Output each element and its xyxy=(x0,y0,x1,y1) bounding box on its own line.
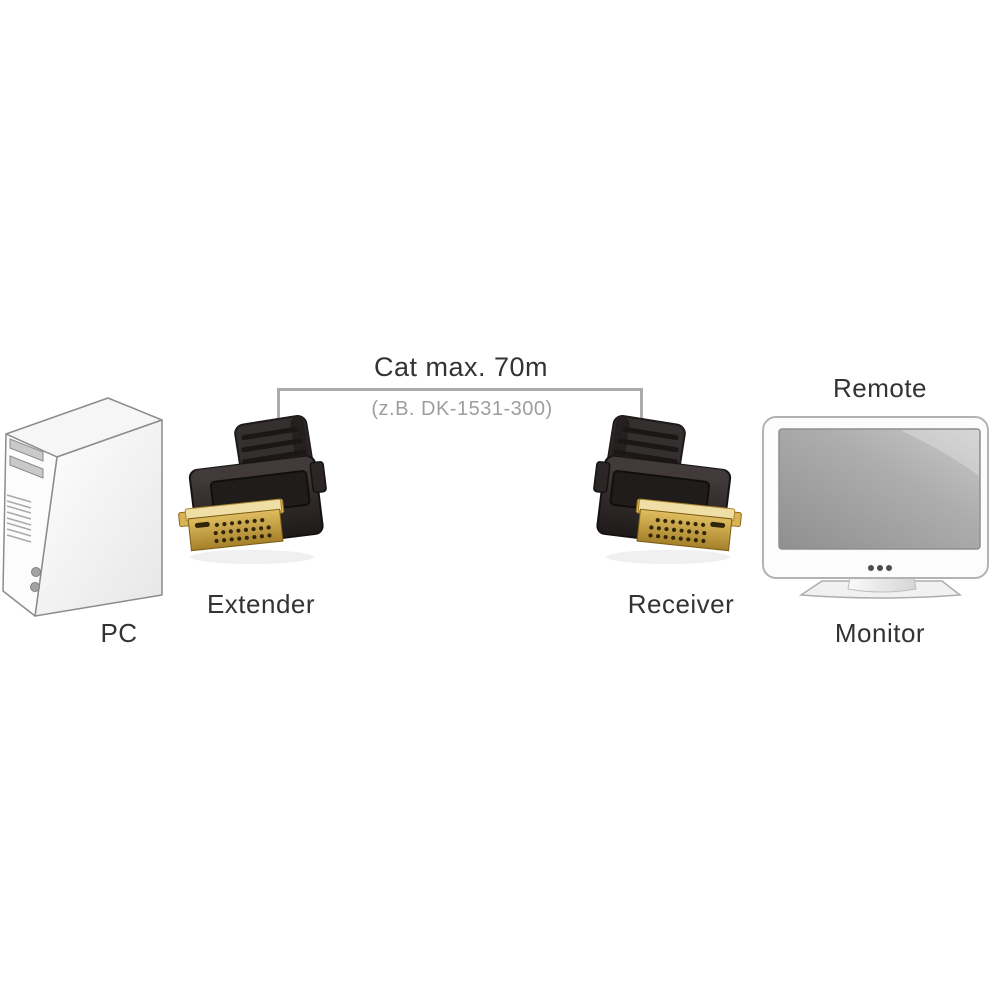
pc-vent-grille xyxy=(6,494,32,543)
pc-drive-bay xyxy=(9,455,44,479)
extender-label: Extender xyxy=(206,589,316,619)
pc-label: PC xyxy=(100,618,138,648)
pc-drive-bay xyxy=(9,438,44,462)
monitor-illustration xyxy=(762,416,989,599)
receiver-label: Receiver xyxy=(627,589,735,619)
cable-length-label: Cat max. 70m xyxy=(373,352,549,382)
pc-tower-illustration xyxy=(2,397,163,617)
monitor-label: Monitor xyxy=(834,618,926,648)
extender-device-illustration xyxy=(178,415,331,564)
pc-power-button xyxy=(31,567,41,577)
receiver-device-illustration xyxy=(589,415,742,564)
monitor-control-buttons xyxy=(868,565,892,571)
pc-reset-button xyxy=(30,582,40,592)
monitor-screen-reflection xyxy=(900,430,979,476)
cable-part-number-label: (z.B. DK-1531-300) xyxy=(371,398,553,420)
monitor-screen xyxy=(778,428,981,550)
remote-label: Remote xyxy=(832,373,928,403)
